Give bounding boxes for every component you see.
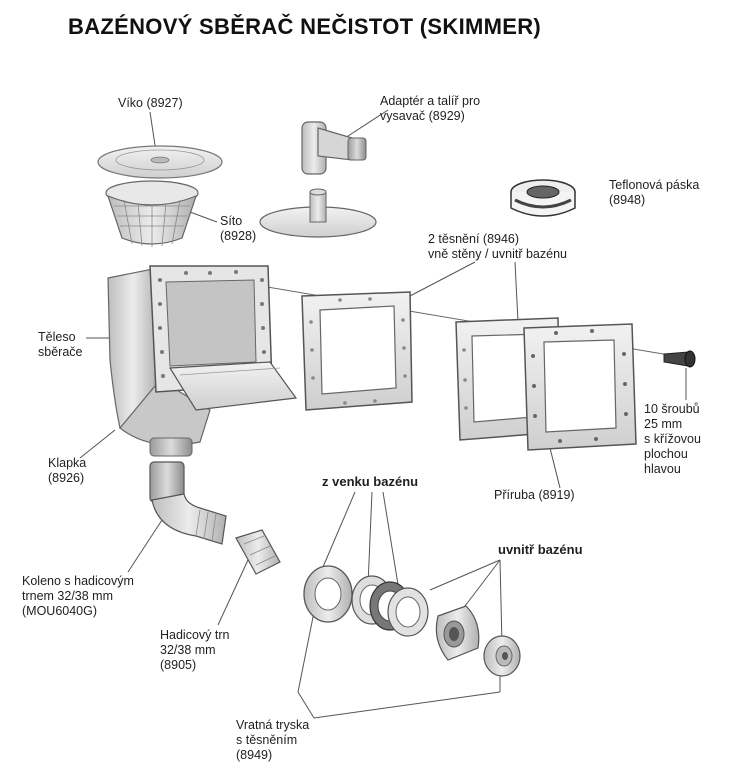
lid-part bbox=[97, 145, 223, 179]
return-fitting-part bbox=[435, 605, 480, 661]
label-inside-pool: uvnitř bazénu bbox=[498, 542, 583, 557]
label-basket: Síto(8928) bbox=[220, 214, 257, 243]
label-teflon-tape: Teflonová páska(8948) bbox=[609, 178, 700, 207]
label-lid: Víko (8927) bbox=[118, 96, 183, 110]
weir-flap-part bbox=[168, 361, 298, 411]
vacuum-adapter-part bbox=[259, 121, 377, 238]
leader-lines bbox=[79, 109, 687, 719]
elbow-part bbox=[149, 461, 227, 545]
basket-part bbox=[105, 180, 199, 247]
screw-part bbox=[663, 350, 696, 368]
gasket-outer-part bbox=[301, 291, 413, 411]
nut-part bbox=[303, 565, 353, 623]
page-title: BAZÉNOVÝ SBĚRAČ NEČISTOT (SKIMMER) bbox=[68, 14, 542, 39]
nozzle-part bbox=[483, 635, 521, 677]
ring-gaskets-part bbox=[351, 575, 429, 637]
hose-tail-part bbox=[235, 529, 281, 575]
label-gaskets: 2 těsnění (8946)vně stěny / uvnitř bazén… bbox=[428, 232, 567, 261]
label-outside-pool: z venku bazénu bbox=[322, 474, 419, 489]
label-flange: Příruba (8919) bbox=[494, 488, 575, 502]
teflon-tape-part bbox=[510, 179, 576, 217]
label-weir-flap: Klapka(8926) bbox=[48, 456, 87, 485]
flange-part bbox=[523, 323, 637, 451]
skimmer-body-part bbox=[107, 265, 273, 457]
